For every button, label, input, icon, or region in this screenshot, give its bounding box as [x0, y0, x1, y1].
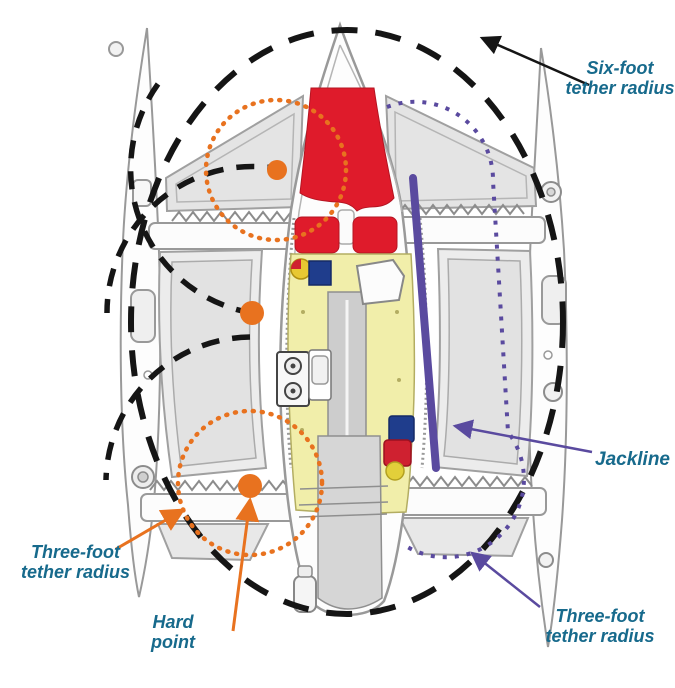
hard-point-dot-bow: [267, 160, 287, 180]
starboard-fore-wing-deck-inner: [394, 110, 528, 202]
port-seat: [294, 216, 340, 254]
aft-beam-line-1: [298, 501, 389, 506]
stove-burner-aft-center: [290, 388, 296, 394]
cabin-table: [355, 258, 406, 306]
six-foot-arc-mid-hardpoint: [104, 163, 286, 314]
port-aft-wing-deck: [156, 523, 270, 562]
port-mid-wing-deck-inner: [170, 259, 257, 467]
six-foot-arc-aft-hardpoint: [103, 334, 251, 481]
port-fore-wing-deck-inner: [175, 112, 295, 203]
jackline-label: Jackline: [595, 449, 670, 470]
hard-point-arrow: [231, 497, 260, 632]
gear-blue-box-aft: [388, 415, 415, 443]
jackline-line: [409, 174, 440, 472]
outboard-bracket: [297, 565, 313, 578]
gear-yellow-drum-aft: [385, 461, 405, 481]
gear-red-half: [291, 259, 301, 269]
aft-cockpit: [317, 435, 383, 610]
starboard-aft-netting: [391, 475, 533, 488]
six-foot-tether-ellipse: [128, 27, 566, 617]
sole-dot-1: [301, 310, 305, 314]
main-hull: [276, 21, 429, 617]
starboard-fore-wing-deck: [384, 94, 538, 211]
six-foot-arc-bow-hardpoint: [127, 82, 253, 316]
left-ama-bow-cleat: [108, 41, 124, 57]
right-ama-port-ring-center: [546, 187, 556, 197]
left-ama-hatch: [130, 289, 156, 343]
foredeck-red-panel: [299, 87, 395, 212]
sole-dot-3: [395, 310, 399, 314]
right-ama-port-ring-3: [538, 552, 554, 568]
right-ama-dot: [543, 350, 553, 360]
three-foot-circle-aft: [175, 408, 325, 558]
starboard-seat: [352, 216, 398, 254]
six-foot-tether-radius-label: Six-foot tether radius: [565, 58, 675, 99]
left-ama-winch-center: [137, 471, 149, 483]
three-foot-tether-radius-stern-label: Three-foot tether radius: [545, 606, 655, 647]
companionway: [337, 209, 355, 245]
jackline-overlay: [386, 99, 593, 608]
port-aft-netting: [149, 479, 291, 492]
sole-dot-4: [397, 378, 401, 382]
six-foot-arrow: [479, 35, 590, 87]
port-fore-netting: [171, 210, 299, 223]
three-foot-tether-radius-port-label: Three-foot tether radius: [20, 542, 131, 583]
jackline-three-foot-envelope: [386, 99, 526, 560]
jackline-arrow: [452, 419, 593, 454]
port-fore-wing-deck: [164, 94, 305, 213]
port-gunwale-texture: [285, 217, 296, 469]
hard-point-dot-mid: [240, 301, 264, 325]
three-foot-circle-bow: [203, 97, 349, 243]
gear-blue-box-fore: [308, 260, 332, 286]
stove-burner-fore-center: [290, 363, 296, 369]
three-foot-tether-overlay: [115, 97, 349, 632]
hard-point-dot-aft: [238, 474, 262, 498]
hard-point-label: Hard point: [151, 612, 195, 653]
port-aft-crossbeam: [140, 493, 300, 522]
sink-basin: [311, 355, 329, 385]
port-fore-crossbeam: [148, 222, 300, 250]
traveler-bar: [299, 485, 389, 490]
six-foot-tether-overlay: [103, 27, 566, 617]
starboard-mid-wing-deck-inner: [443, 258, 523, 465]
three-foot-port-arrow: [115, 508, 186, 551]
starboard-fore-crossbeam: [386, 216, 546, 244]
three-foot-stern-arrow: [470, 551, 541, 608]
starboard-aft-wing-deck: [398, 517, 530, 558]
